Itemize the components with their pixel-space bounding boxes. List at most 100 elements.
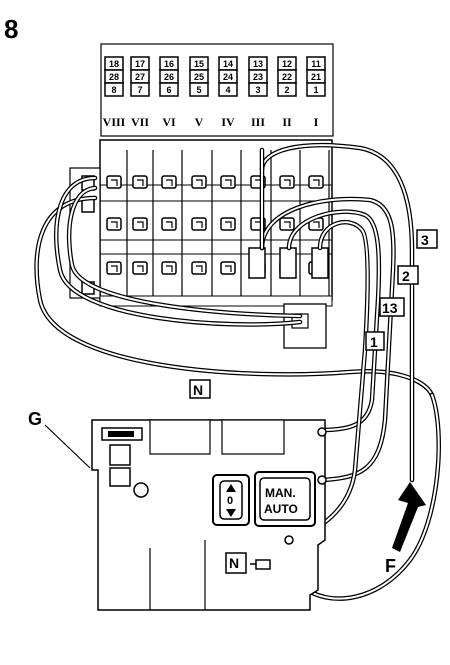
arrow-down-icon	[226, 509, 236, 517]
terminal-number: 2	[284, 85, 289, 95]
arrow-up-icon	[226, 484, 236, 492]
terminal-clip-hook	[111, 221, 118, 228]
terminal-clip-hook	[196, 179, 203, 186]
roman-numeral: VI	[162, 115, 176, 129]
terminal-clip-hook	[284, 221, 291, 228]
terminal-clip-hook	[137, 221, 144, 228]
roman-numeral: VII	[131, 115, 149, 129]
terminal-clip	[132, 217, 148, 231]
terminal-clip	[220, 261, 236, 275]
callout-f-label: F	[385, 556, 396, 576]
terminal-cell-box	[277, 82, 297, 97]
terminal-number: 15	[194, 59, 204, 69]
figure-number: 8	[4, 14, 18, 44]
terminal-clip-hook	[284, 179, 291, 186]
callout-g: G	[28, 409, 91, 469]
auto-label: AUTO	[264, 502, 298, 516]
roman-numeral: V	[195, 115, 204, 129]
terminal-clip	[106, 175, 122, 189]
terminal-clip	[191, 175, 207, 189]
terminal-cell-box	[218, 82, 238, 97]
terminal-number: 6	[166, 85, 171, 95]
terminal-cell-box	[189, 82, 209, 97]
terminal-number: 28	[109, 72, 119, 82]
terminal-clip-hook	[166, 221, 173, 228]
terminal-clip-hook	[137, 265, 144, 272]
terminal-clip	[161, 217, 177, 231]
terminal-number: 8	[111, 85, 116, 95]
wire-tag-2: 2	[402, 268, 410, 284]
terminal-clip	[161, 261, 177, 275]
terminal-clip	[106, 217, 122, 231]
terminal-clip	[106, 261, 122, 275]
terminal-number: 24	[223, 72, 233, 82]
terminal-number: 18	[109, 59, 119, 69]
man-auto-button[interactable]: MAN. AUTO	[254, 471, 316, 527]
arrow-up-f-icon	[392, 482, 426, 552]
roman-numeral: IV	[221, 115, 235, 129]
terminal-clip-hook	[111, 179, 118, 186]
terminal-number: 27	[135, 72, 145, 82]
terminal-number: 26	[164, 72, 174, 82]
wire-tag-1: 1	[370, 334, 378, 350]
wire-tag-2-box	[397, 265, 419, 285]
terminal-number: 17	[135, 59, 145, 69]
terminal-clip-hook	[166, 179, 173, 186]
terminal-cell-box	[248, 82, 268, 97]
roman-numeral: VIII	[103, 115, 126, 129]
terminal-number: 4	[225, 85, 230, 95]
terminal-number: 22	[282, 72, 292, 82]
terminal-clip	[220, 175, 236, 189]
wire-tag-1-box	[365, 331, 385, 351]
terminal-number: 3	[255, 85, 260, 95]
terminal-clip-hook	[196, 265, 203, 272]
terminal-clip	[132, 261, 148, 275]
wire-tag-3: 3	[421, 232, 429, 248]
wire-tag-n-upper: N	[193, 382, 203, 398]
terminal-clip	[132, 175, 148, 189]
terminal-clip-hook	[225, 179, 232, 186]
wire-tag-n-upper-box	[189, 379, 211, 399]
terminal-clip-hook	[196, 221, 203, 228]
terminal-clip	[279, 217, 295, 231]
wire-tag-13-box	[379, 297, 405, 317]
terminal-clip-hook	[313, 221, 320, 228]
terminal-clip-hook	[111, 265, 118, 272]
selector-switch[interactable]: 0	[212, 474, 250, 526]
terminal-number: 11	[311, 59, 321, 69]
callout-g-label: G	[28, 409, 42, 429]
wire-tag-n-lower-box	[225, 552, 247, 574]
terminal-cell-box	[104, 82, 124, 97]
terminal-number: 1	[313, 85, 318, 95]
terminal-cell-box	[306, 82, 326, 97]
terminal-cell-box	[159, 82, 179, 97]
roman-numeral: III	[251, 115, 265, 129]
terminal-number: 13	[253, 59, 263, 69]
wire-tags: 3 2 13 1 N	[189, 229, 438, 399]
roman-numeral: I	[314, 115, 319, 129]
relay-modules	[248, 247, 329, 279]
terminal-number: 12	[282, 59, 292, 69]
terminal-clip	[279, 175, 295, 189]
terminal-clip-hook	[313, 179, 320, 186]
callout-f: F	[385, 482, 426, 576]
man-label: MAN.	[265, 486, 296, 500]
terminal-number: 21	[311, 72, 321, 82]
switch-zero-label: 0	[227, 495, 233, 507]
neutral-terminal: N	[225, 552, 271, 574]
terminal-clip-hook	[225, 265, 232, 272]
terminal-clip	[308, 175, 324, 189]
terminal-cell-box	[130, 82, 150, 97]
wire-tag-3-box	[416, 229, 438, 249]
wire-tag-13: 13	[382, 300, 398, 316]
terminal-clip	[191, 217, 207, 231]
terminal-number: 25	[194, 72, 204, 82]
terminal-number: 23	[253, 72, 263, 82]
terminal-number: 16	[164, 59, 174, 69]
wire-tag-n-lower: N	[229, 555, 239, 571]
